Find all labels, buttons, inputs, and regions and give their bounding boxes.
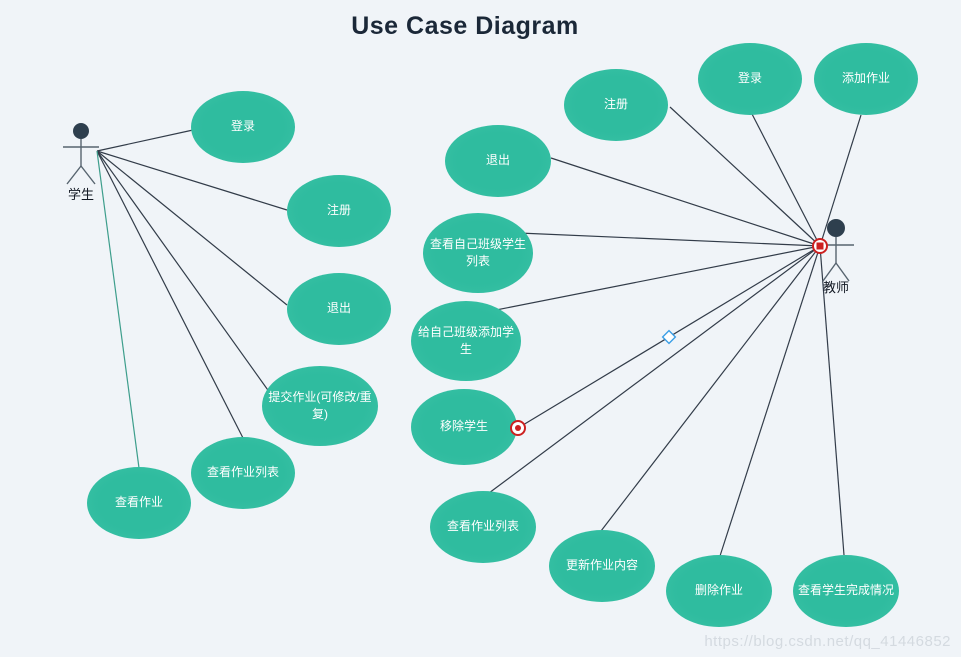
- usecase-student-register[interactable]: 注册: [287, 175, 391, 247]
- actor-student-head: [73, 123, 89, 139]
- actor-teacher-figure[interactable]: [818, 219, 854, 282]
- usecase-label: 登录: [737, 71, 762, 86]
- usecase-teacher-delete-homework[interactable]: 删除作业: [666, 555, 772, 627]
- connector-student-login[interactable]: [96, 129, 194, 152]
- usecase-teacher-view-class-student-list[interactable]: 查看自己班级学生列表: [423, 213, 533, 293]
- student-connectors: [96, 129, 288, 469]
- usecase-student-view-homework[interactable]: 查看作业: [87, 467, 191, 539]
- connector-teacher-view-class-student-list[interactable]: [518, 232, 821, 247]
- usecase-label: 查看作业列表: [206, 465, 279, 480]
- usecase-student-view-homework-list[interactable]: 查看作业列表: [191, 437, 295, 509]
- usecase-label: 移除学生: [439, 419, 488, 434]
- teacher-connectors: [488, 106, 862, 557]
- connector-student-view-homework[interactable]: [96, 150, 140, 469]
- connector-teacher-add-class-students[interactable]: [490, 245, 821, 312]
- connector-teacher-update-homework[interactable]: [600, 245, 821, 532]
- connector-teacher-view-student-completion[interactable]: [819, 245, 845, 556]
- usecase-label: 查看作业: [114, 495, 163, 510]
- connector-student-register[interactable]: [96, 150, 288, 211]
- usecase-teacher-add-homework[interactable]: 添加作业: [814, 43, 918, 115]
- usecase-label: 登录: [230, 119, 255, 134]
- usecase-student-submit-homework[interactable]: 提交作业(可修改/重复): [262, 366, 378, 446]
- connector-student-submit-homework[interactable]: [96, 150, 276, 401]
- usecase-student-logout[interactable]: 退出: [287, 273, 391, 345]
- usecase-label: 退出: [326, 301, 351, 316]
- page-title: Use Case Diagram: [351, 12, 579, 40]
- usecase-label: 删除作业: [694, 583, 743, 598]
- connector-teacher-login[interactable]: [751, 113, 821, 247]
- watermark: https://blog.csdn.net/qq_41446852: [704, 633, 951, 650]
- usecase-teacher-view-student-completion[interactable]: 查看学生完成情况: [793, 555, 899, 627]
- usecase-teacher-add-class-students[interactable]: 给自己班级添加学生: [411, 301, 521, 381]
- actor-teacher-left-leg: [822, 262, 837, 282]
- usecase-label: 退出: [485, 153, 510, 168]
- connector-teacher-view-homework-list[interactable]: [488, 245, 821, 494]
- usecase-label: 查看学生完成情况: [797, 583, 894, 598]
- usecase-label: 查看自己班级学生列表: [429, 236, 526, 268]
- actor-student-label: 学生: [67, 187, 94, 202]
- connector-teacher-register[interactable]: [669, 106, 821, 247]
- usecase-label: 提交作业(可修改/重复): [268, 389, 372, 421]
- usecase-label: 给自己班级添加学生: [417, 324, 514, 356]
- usecase-teacher-logout[interactable]: 退出: [445, 125, 551, 197]
- usecase-student-login[interactable]: 登录: [191, 91, 295, 163]
- connector-teacher-remove-student-selected[interactable]: [517, 245, 821, 429]
- usecase-label: 注册: [603, 97, 628, 112]
- usecase-teacher-update-homework[interactable]: 更新作业内容: [549, 530, 655, 602]
- usecase-teacher-register[interactable]: 注册: [564, 69, 668, 141]
- connector-student-logout[interactable]: [96, 150, 288, 306]
- connector-student-view-homework-list[interactable]: [96, 150, 244, 439]
- actor-student-right-leg: [80, 165, 96, 185]
- connector-teacher-logout[interactable]: [550, 157, 821, 247]
- actor-teacher-head: [827, 219, 845, 237]
- actor-student-figure[interactable]: [63, 123, 99, 185]
- actor-teacher-right-leg: [835, 262, 850, 282]
- usecase-teacher-login[interactable]: 登录: [698, 43, 802, 115]
- usecase-label: 查看作业列表: [446, 519, 519, 534]
- actor-student-left-leg: [66, 165, 82, 185]
- connector-teacher-delete-homework[interactable]: [719, 245, 821, 557]
- actor-teacher-label: 教师: [822, 280, 849, 295]
- usecase-label: 更新作业内容: [565, 558, 638, 573]
- usecase-teacher-remove-student[interactable]: 移除学生: [411, 389, 517, 465]
- usecase-label: 添加作业: [841, 71, 890, 86]
- usecase-teacher-view-homework-list[interactable]: 查看作业列表: [430, 491, 536, 563]
- connector-teacher-add-homework[interactable]: [819, 114, 862, 247]
- usecase-label: 注册: [326, 203, 351, 218]
